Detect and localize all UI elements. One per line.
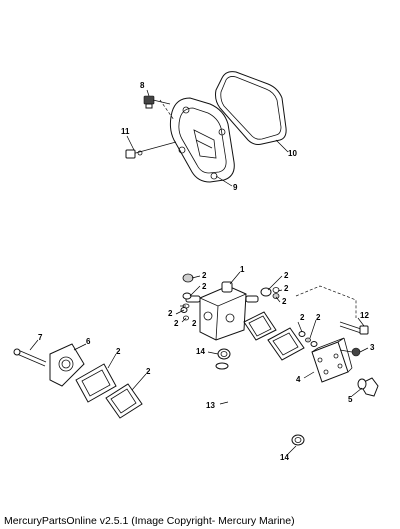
callout-5: 5 [348,395,353,404]
callout-14-b: 14 [280,453,289,462]
gasket-left [105,383,143,419]
callout-8: 8 [140,81,145,90]
leader-lines [29,89,369,455]
callout-2-g: 2 [174,319,179,328]
screw-3 [339,347,361,357]
fittings-left [180,273,194,321]
plate-left [75,363,117,403]
rod-7 [13,348,47,367]
callout-10: 10 [288,149,297,158]
callout-1: 1 [240,265,245,274]
callout-2-f: 2 [168,309,173,318]
callout-2-k: 2 [116,347,121,356]
adaptor-6 [49,343,85,387]
callout-14-a: 14 [196,347,205,356]
pump-cover-4 [311,337,353,383]
callout-2-j: 2 [316,313,321,322]
pump-body-1 [185,281,259,341]
bolt-8 [143,95,171,109]
clamp-14-lower [291,434,305,446]
callout-9: 9 [233,183,238,192]
callout-11: 11 [121,127,130,136]
callout-3: 3 [370,343,375,352]
callout-2-d: 2 [284,284,289,293]
copyright-footer: MercuryPartsOnline v2.5.1 (Image Copyrig… [4,515,295,527]
callout-2-e: 2 [282,297,287,306]
fittings-mid-right [298,331,318,347]
callout-13: 13 [206,401,215,410]
gasket-10 [215,71,287,145]
clamp-14-upper [217,348,231,360]
callout-2-i: 2 [300,313,305,322]
callout-2-c: 2 [284,271,289,280]
callout-12: 12 [360,311,369,320]
callout-7: 7 [38,333,43,342]
bolt-12 [295,285,369,335]
cover-plate-9 [159,97,235,183]
diaphragm-plate [243,311,277,341]
elbow-fitting-5 [357,377,379,397]
callout-2-h: 2 [192,319,197,328]
callout-2-a: 2 [202,271,207,280]
callout-2-l: 2 [146,367,151,376]
gasket-right [267,327,305,361]
callout-2-b: 2 [202,282,207,291]
callout-4: 4 [296,375,301,384]
callout-6: 6 [86,337,91,346]
hose-13 [215,362,298,438]
fittings-right [260,287,280,299]
probe-11 [125,141,177,159]
